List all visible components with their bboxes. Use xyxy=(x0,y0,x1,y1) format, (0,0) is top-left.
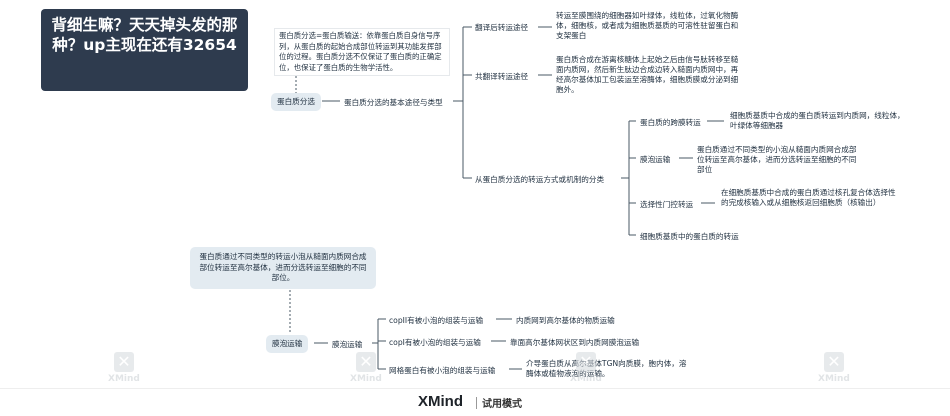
watermark-text: XMind xyxy=(818,374,850,384)
note-protein-sorting[interactable]: 蛋白质分选=蛋白质输送：依靠蛋白质自身信号序列，从蛋白质的起始合成部位转运到其功… xyxy=(274,28,450,76)
topic-label: 蛋白质分选 xyxy=(277,97,315,106)
desc-co-translational[interactable]: 蛋白质合成在游离核糖体上起始之后由信号肽转移至糙面内质网，然后新生肽边合成边转入… xyxy=(553,53,743,97)
watermark-logo: ✕ XMind xyxy=(570,352,602,384)
subtopic-label: 蛋白质分选的基本途径与类型 xyxy=(344,98,443,107)
desc-text: 转运至膜围绕的细胞器如叶绿体，线粒体，过氧化物酶体，细胞核，或者成为细胞质基质的… xyxy=(556,11,739,40)
connector-branch-desc xyxy=(538,26,552,76)
connector-bottom-desc xyxy=(491,318,522,370)
watermark-text: XMind xyxy=(570,374,602,384)
note-text: 蛋白质通过不同类型的转运小泡从糙面内质网合成部位转运至高尔基体，进而分选转运至细… xyxy=(199,252,367,282)
desc-gated-transport[interactable]: 在细胞质基质中合成的蛋白质通过核孔复合体选择性的完成核输入或从细胞核返回细胞质（… xyxy=(718,186,905,210)
desc-text: 介导蛋白质从高尔基体TGN向质膜，胞内体，溶酶体或植物液泡的运输。 xyxy=(526,359,687,378)
branch-copII[interactable]: copII有被小泡的组装与运输 xyxy=(386,314,486,328)
watermark-text: XMind xyxy=(350,374,382,384)
desc-text: 蛋白质通过不同类型的小泡从糙面内质网合成部位转运至高尔基体，进而分选转运至细胞的… xyxy=(697,145,857,174)
branch-label: 从蛋白质分选的转运方式或机制的分类 xyxy=(475,175,605,184)
title-card[interactable]: 背细生嘛？天天掉头发的那种？up主现在还有32654 xyxy=(41,9,248,91)
note-vesicle-transport[interactable]: 蛋白质通过不同类型的转运小泡从糙面内质网合成部位转运至高尔基体，进而分选转运至细… xyxy=(190,247,376,289)
branch-label: copII有被小泡的组装与运输 xyxy=(389,316,484,325)
desc-text: 内质网到高尔基体的物质运输 xyxy=(516,316,615,325)
desc-transmembrane[interactable]: 细胞质基质中合成的蛋白质转运到内质网，线粒体，叶绿体等细胞器 xyxy=(727,109,912,133)
watermark-logo: ✕ XMind xyxy=(818,352,850,384)
branch-classification[interactable]: 从蛋白质分选的转运方式或机制的分类 xyxy=(472,173,607,187)
subtopic-basic-pathways[interactable]: 蛋白质分选的基本途径与类型 xyxy=(341,96,446,110)
branch-co-translational[interactable]: 共翻译转运途径 xyxy=(472,70,531,84)
desc-text: 细胞质基质中合成的蛋白质转运到内质网，线粒体，叶绿体等细胞器 xyxy=(730,111,905,130)
connector-class-desc xyxy=(679,120,724,204)
class-label: 细胞质基质中的蛋白质的转运 xyxy=(640,232,739,241)
desc-copII[interactable]: 内质网到高尔基体的物质运输 xyxy=(513,314,618,328)
watermark-logo: ✕ XMind xyxy=(108,352,140,384)
mindmap-canvas: 背细生嘛？天天掉头发的那种？up主现在还有32654 蛋白质分选=蛋白质输送：依… xyxy=(41,9,912,384)
xmind-brand-logo: XMind xyxy=(418,393,463,410)
class-label: 蛋白质的跨膜转运 xyxy=(640,118,701,127)
branch-clathrin[interactable]: 网格蛋白有被小泡的组装与运输 xyxy=(386,364,498,378)
title-text: 背细生嘛？天天掉头发的那种？up主现在还有32654 xyxy=(51,16,238,54)
branch-post-translational[interactable]: 翻译后转运途径 xyxy=(472,21,531,35)
class-vesicle-transport[interactable]: 膜泡运输 xyxy=(637,153,673,167)
desc-copI[interactable]: 靠面高尔基体网状区到内质网膜泡运输 xyxy=(507,336,642,350)
topic-protein-sorting[interactable]: 蛋白质分选 xyxy=(271,93,321,111)
xmind-watermark-icon: ✕ xyxy=(575,352,596,372)
xmind-watermark-icon: ✕ xyxy=(355,352,376,372)
footer-divider xyxy=(476,397,477,409)
connector-bottom-branches xyxy=(372,318,386,370)
desc-clathrin[interactable]: 介导蛋白质从高尔基体TGN向质膜，胞内体，溶酶体或植物液泡的运输。 xyxy=(523,357,695,381)
branch-label: 共翻译转运途径 xyxy=(475,72,529,81)
branch-label: 翻译后转运途径 xyxy=(475,23,529,32)
note-text: 蛋白质分选=蛋白质输送：依靠蛋白质自身信号序列，从蛋白质的起始合成部位转运到其功… xyxy=(279,31,442,72)
xmind-watermark-icon: ✕ xyxy=(823,352,844,372)
branch-label: 网格蛋白有被小泡的组装与运输 xyxy=(389,366,496,375)
desc-text: 在细胞质基质中合成的蛋白质通过核孔复合体选择性的完成核输入或从细胞核返回细胞质（… xyxy=(721,188,896,207)
class-cytosolic-transport[interactable]: 细胞质基质中的蛋白质的转运 xyxy=(637,230,742,244)
watermark-logo: ✕ XMind xyxy=(350,352,382,384)
xmind-watermark-icon: ✕ xyxy=(113,352,134,372)
subtopic-vesicle-transport[interactable]: 膜泡运输 xyxy=(329,338,365,352)
topic-label: 膜泡运输 xyxy=(272,339,303,348)
branch-copI[interactable]: copI有被小泡的组装与运输 xyxy=(386,336,484,350)
desc-text: 蛋白质合成在游离核糖体上起始之后由信号肽转移至糙面内质网，然后新生肽边合成边转入… xyxy=(556,55,739,94)
class-label: 选择性门控转运 xyxy=(640,200,694,209)
desc-vesicle-transport[interactable]: 蛋白质通过不同类型的小泡从糙面内质网合成部位转运至高尔基体，进而分选转运至细胞的… xyxy=(694,143,864,177)
trial-mode-label: 试用模式 xyxy=(482,399,522,410)
connector-sub-branches xyxy=(453,26,472,179)
branch-label: copI有被小泡的组装与运输 xyxy=(389,338,481,347)
class-label: 膜泡运输 xyxy=(640,155,671,164)
subtopic-label: 膜泡运输 xyxy=(332,340,363,349)
connector-classification xyxy=(621,120,636,236)
desc-post-translational[interactable]: 转运至膜围绕的细胞器如叶绿体，线粒体，过氧化物酶体，细胞核，或者成为细胞质基质的… xyxy=(553,9,743,43)
watermark-text: XMind xyxy=(108,374,140,384)
class-transmembrane[interactable]: 蛋白质的跨膜转运 xyxy=(637,116,704,130)
topic-vesicle-transport[interactable]: 膜泡运输 xyxy=(266,335,309,353)
connector-lines xyxy=(289,26,724,370)
trial-footer: XMind 试用模式 xyxy=(0,388,950,416)
desc-text: 靠面高尔基体网状区到内质网膜泡运输 xyxy=(510,338,640,347)
class-gated-transport[interactable]: 选择性门控转运 xyxy=(637,198,696,212)
